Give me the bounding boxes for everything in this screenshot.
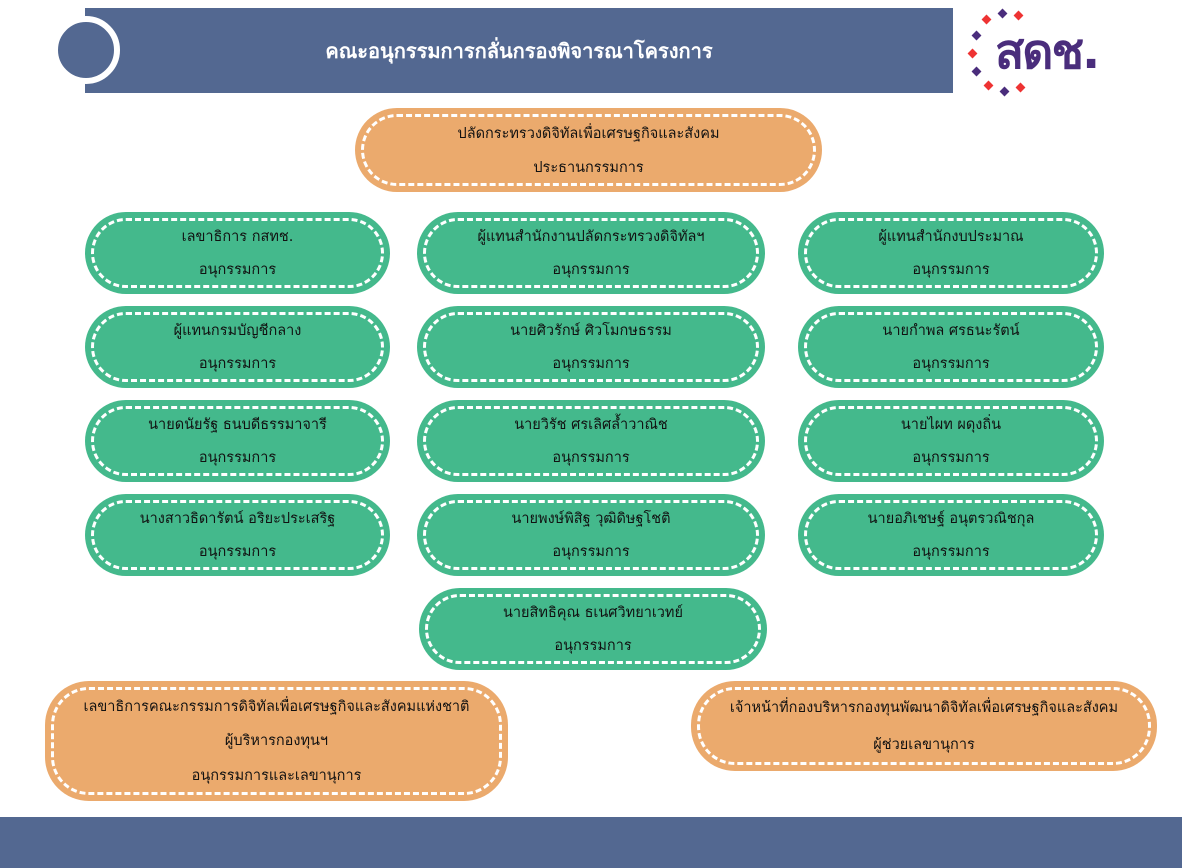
header-circle-decoration [52,16,120,84]
member-name: นายสิทธิคุณ ธเนศวิทยาเวทย์ [503,605,683,621]
secretary-role: อนุกรรมการและเลขานุการ [191,768,362,785]
member-name: นายดนัยรัฐ ธนบดีธรรมาจารี [148,417,327,433]
member-role: อนุกรรมการ [552,262,630,278]
secretary-box: เลขาธิการคณะกรรมการดิจิทัลเพื่อเศรษฐกิจแ… [45,681,508,801]
member-box: เลขาธิการ กสทช. อนุกรรมการ [85,212,390,294]
member-box: นายวิรัช ศรเลิศล้ำวาณิชอนุกรรมการ [417,400,765,482]
member-role: อนุกรรมการ [198,262,277,278]
member-role: อนุกรรมการ [552,356,630,372]
member-box: นายดนัยรัฐ ธนบดีธรรมาจารีอนุกรรมการ [85,400,390,482]
member-name: นายพงษ์พิสิฐ วุฒิดิษฐโชติ [511,511,671,527]
assistant-name: เจ้าหน้าที่กองบริหารกองทุนพัฒนาดิจิทัลเพ… [729,700,1119,716]
member-role: อนุกรรมการ [912,544,990,560]
member-box: นายสิทธิคุณ ธเนศวิทยาเวทย์อนุกรรมการ [419,588,767,670]
member-box: ผู้แทนสำนักงบประมาณอนุกรรมการ [798,212,1104,294]
member-box: ผู้แทนสำนักงานปลัดกระทรวงดิจิทัลฯอนุกรรม… [417,212,765,294]
member-role: อนุกรรมการ [912,262,990,278]
member-name: ผู้แทนสำนักงบประมาณ [878,229,1024,245]
member-name: ผู้แทนกรมบัญชีกลาง [173,323,302,339]
chair-name: ปลัดกระทรวงดิจิทัลเพื่อเศรษฐกิจและสังคม [457,125,720,142]
member-box: นายไผท ผดุงถิ่นอนุกรรมการ [798,400,1104,482]
member-box: นายกำพล ศรธนะรัตน์อนุกรรมการ [798,306,1104,388]
member-role: อนุกรรมการ [198,544,277,560]
footer-bar [0,817,1182,868]
member-role: อนุกรรมการ [198,356,277,372]
member-name: เลขาธิการ กสทช. [181,229,294,245]
page-title: คณะอนุกรรมการกลั่นกรองพิจารณาโครงการ [325,38,713,63]
member-box: ผู้แทนกรมบัญชีกลางอนุกรรมการ [85,306,390,388]
member-box: นายอภิเชษฐ์ อนุตรวณิชกุลอนุกรรมการ [798,494,1104,576]
chair-role: ประธานกรรมการ [533,159,644,176]
member-name: นายศิวรักษ์ ศิวโมกษธรรม [510,323,672,339]
member-role: อนุกรรมการ [554,638,632,654]
member-role: อนุกรรมการ [198,450,277,466]
assistant-box: เจ้าหน้าที่กองบริหารกองทุนพัฒนาดิจิทัลเพ… [691,681,1157,771]
member-role: อนุกรรมการ [552,450,630,466]
member-role: อนุกรรมการ [912,356,990,372]
member-name: ผู้แทนสำนักงานปลัดกระทรวงดิจิทัลฯ [477,229,705,245]
member-box: นายพงษ์พิสิฐ วุฒิดิษฐโชติอนุกรรมการ [417,494,765,576]
member-role: อนุกรรมการ [552,544,630,560]
member-box: นางสาวธิดารัตน์ อริยะประเสริฐอนุกรรมการ [85,494,390,576]
logo: สดช. [965,8,1165,97]
header-bar: คณะอนุกรรมการกลั่นกรองพิจารณาโครงการ [85,8,953,93]
secretary-line2: ผู้บริหารกองทุนฯ [224,733,329,750]
secretary-name: เลขาธิการคณะกรรมการดิจิทัลเพื่อเศรษฐกิจแ… [83,698,470,715]
logo-text: สดช. [995,24,1100,80]
member-box: นายศิวรักษ์ ศิวโมกษธรรมอนุกรรมการ [417,306,765,388]
member-name: นายกำพล ศรธนะรัตน์ [882,323,1020,339]
member-role: อนุกรรมการ [912,450,990,466]
assistant-role: ผู้ช่วยเลขานุการ [873,737,975,753]
member-name: นางสาวธิดารัตน์ อริยะประเสริฐ [139,511,336,527]
member-name: นายอภิเชษฐ์ อนุตรวณิชกุล [867,511,1035,527]
member-name: นายวิรัช ศรเลิศล้ำวาณิช [514,417,668,433]
member-name: นายไผท ผดุงถิ่น [900,417,1002,433]
chair-box: ปลัดกระทรวงดิจิทัลเพื่อเศรษฐกิจและสังคม … [355,108,822,192]
